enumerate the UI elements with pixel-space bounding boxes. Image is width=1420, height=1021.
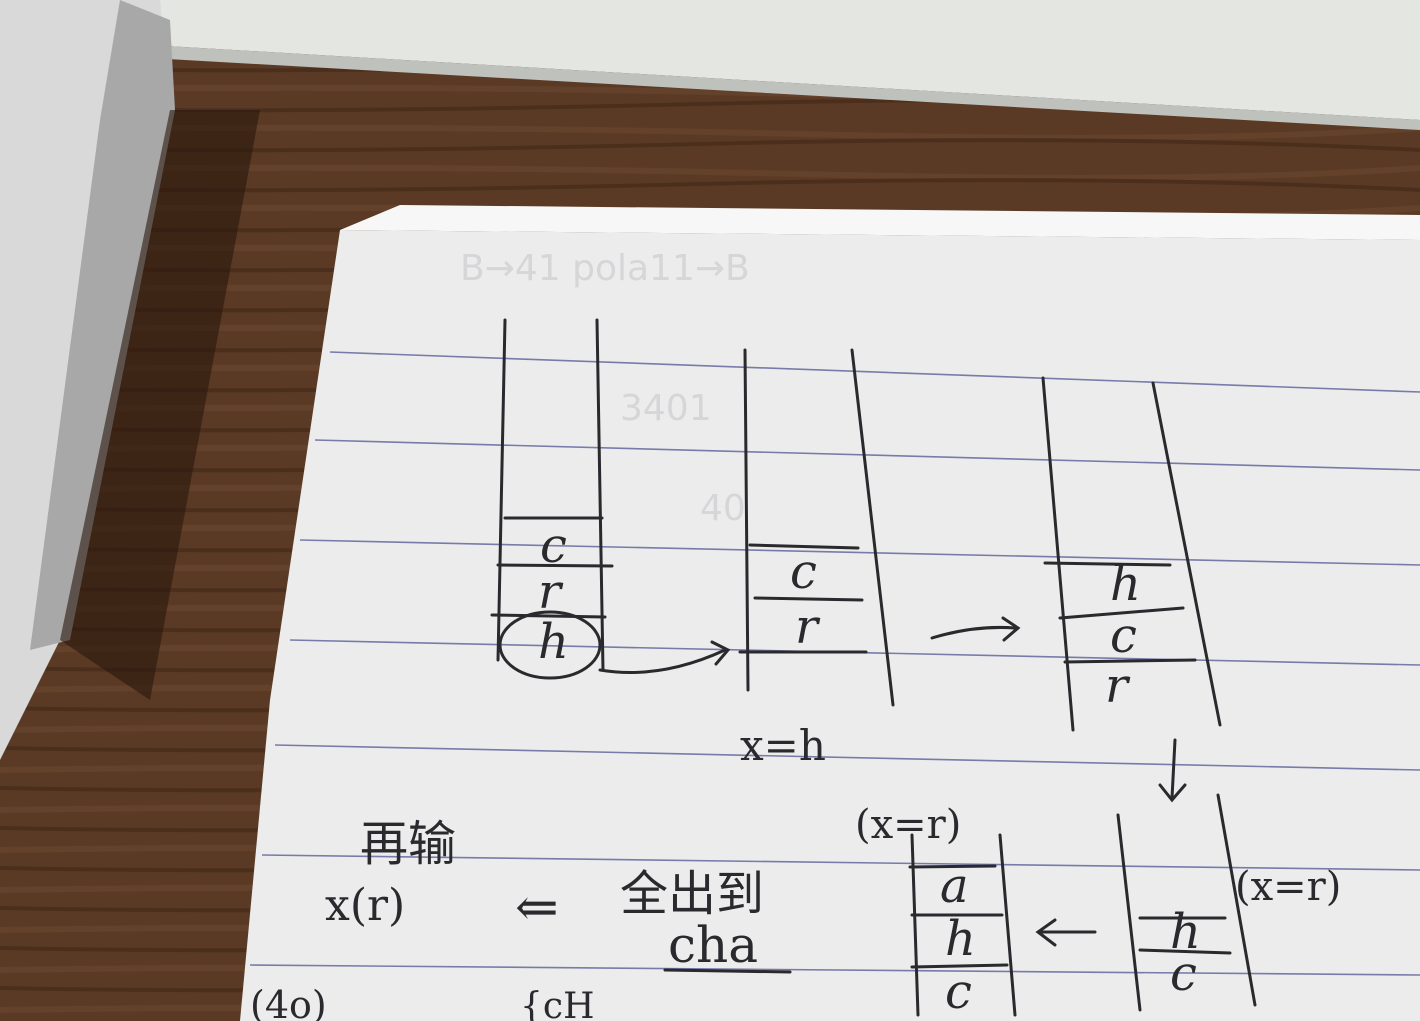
note-x-equals-r-mid: (x=r) bbox=[855, 802, 961, 848]
stack2-item-c: c bbox=[790, 544, 817, 600]
note-reinput: 再输 bbox=[360, 816, 456, 872]
stack2-item-r: r bbox=[795, 599, 821, 655]
stack1-item-h: h bbox=[538, 614, 569, 670]
stack5-item-a: a bbox=[940, 858, 969, 914]
stack3-item-c: c bbox=[1110, 608, 1137, 664]
svg-text:3401: 3401 bbox=[620, 388, 712, 429]
note-cha: cha bbox=[668, 916, 758, 974]
ink-drawings bbox=[490, 318, 1257, 1017]
note-bottom-mid: {cH bbox=[520, 986, 594, 1021]
svg-text:40: 40 bbox=[700, 488, 746, 529]
note-x-equals-r-right: (x=r) bbox=[1235, 864, 1341, 910]
top-book bbox=[150, 0, 1420, 120]
stack5-item-c: c bbox=[945, 964, 972, 1020]
stack3-item-h: h bbox=[1110, 556, 1141, 612]
left-book-pages bbox=[30, 0, 175, 650]
stack3-item-r: r bbox=[1105, 658, 1131, 714]
note-xr: x(r) bbox=[325, 880, 405, 931]
ruled-lines bbox=[249, 351, 1420, 976]
note-bottom-left: (4o) bbox=[250, 983, 327, 1021]
stack1-item-r: r bbox=[538, 564, 564, 620]
top-book-edge bbox=[150, 45, 1420, 130]
note-x-equals-h: x=h bbox=[740, 721, 826, 770]
stack1-item-c: c bbox=[540, 518, 567, 574]
note-all-out-to: 全出到 bbox=[620, 866, 764, 922]
note-arrow-left: ⇐ bbox=[515, 878, 559, 938]
ghost-writing: B→41 pola11→B 3401 40 bbox=[460, 248, 750, 529]
stack4-item-h: h bbox=[1170, 904, 1201, 960]
book-shadow bbox=[60, 110, 260, 700]
stack4-item-c: c bbox=[1170, 946, 1197, 1002]
notebook-page-under bbox=[340, 205, 1420, 240]
svg-text:B→41 pola11→B: B→41 pola11→B bbox=[460, 248, 750, 289]
stack5-item-h: h bbox=[945, 911, 976, 967]
notebook-page bbox=[240, 230, 1420, 1021]
